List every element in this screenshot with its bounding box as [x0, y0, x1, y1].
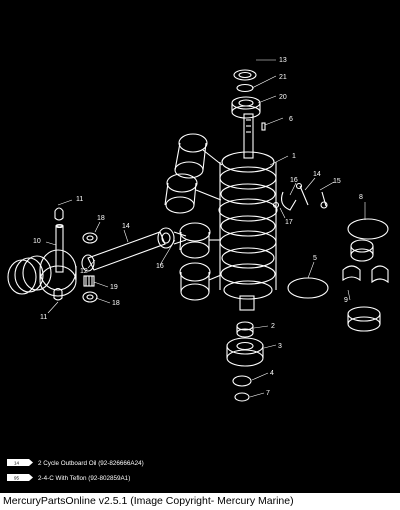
- part-5-snap-ring: [287, 277, 329, 299]
- part-9-needle-bearing: [347, 306, 381, 332]
- part-8-main-bearing: [342, 218, 389, 284]
- lubricant-legend: 14 2 Cycle Outboard Oil (92-826666A24) 9…: [7, 459, 144, 482]
- callout-14-conrod: 14: [122, 223, 130, 230]
- callout-3: 3: [278, 343, 282, 350]
- part-4-retaining-ring: [232, 375, 252, 387]
- callout-4: 4: [270, 370, 274, 377]
- legend-label-grease: 2-4-C With Teflon (92-802859A1): [38, 475, 130, 482]
- callout-11-lower: 11: [40, 314, 47, 321]
- oil-badge-icon: [7, 459, 29, 466]
- callout-17: 17: [285, 219, 293, 226]
- callout-12: 12: [80, 268, 88, 275]
- part-18-thrust-washer-upper: [82, 232, 98, 244]
- callout-labels: 13 21 20 6 1 16 14 15 17 8 11 18 14 10 1…: [33, 57, 363, 397]
- callout-15: 15: [333, 178, 341, 185]
- part-3-lower-bearing: [226, 337, 264, 367]
- grease-badge-icon: [7, 474, 29, 481]
- part-2-seal: [236, 321, 254, 338]
- callout-10: 10: [33, 238, 41, 245]
- part-14-connecting-rod: [81, 227, 187, 272]
- part-6-key: [261, 122, 266, 131]
- callout-1: 1: [292, 153, 296, 160]
- legend-row-oil: 14 2 Cycle Outboard Oil (92-826666A24): [7, 459, 144, 467]
- callout-18-upper: 18: [97, 215, 105, 222]
- piston-rings: [7, 255, 52, 295]
- legend-badge-oil: 14: [14, 461, 20, 466]
- callout-18-lower: 18: [112, 300, 120, 307]
- part-20-upper-bearing: [231, 96, 261, 119]
- crankshaft-exploded-diagram: 13 21 20 6 1 16 14 15 17 8 11 18 14 10 1…: [7, 57, 389, 482]
- callout-7: 7: [266, 390, 270, 397]
- callout-11-upper: 11: [76, 196, 83, 203]
- callout-13: 13: [279, 57, 287, 64]
- part-17-dowel: [272, 201, 280, 209]
- part-19-needle-bearing: [83, 275, 95, 287]
- callout-2: 2: [271, 323, 275, 330]
- part-1-crankshaft: [218, 113, 278, 311]
- callout-16-conrod: 16: [156, 263, 164, 270]
- callout-14-rod-bolt: 14: [313, 171, 321, 178]
- parts-diagram-panel: 13 21 20 6 1 16 14 15 17 8 11 18 14 10 1…: [0, 0, 400, 493]
- footer-bar: MercuryPartsOnline v2.5.1 (Image Copyrig…: [0, 494, 400, 510]
- callout-8: 8: [359, 194, 363, 201]
- part-11-pin-clip-upper: [54, 207, 64, 221]
- piston-assembly-rear: [164, 133, 223, 301]
- part-18-thrust-washer-lower: [82, 291, 98, 303]
- legend-label-oil: 2 Cycle Outboard Oil (92-826666A24): [38, 460, 144, 467]
- part-21-o-ring: [236, 83, 254, 93]
- part-15-bolt: [320, 191, 328, 209]
- callout-21: 21: [279, 74, 287, 81]
- piston: [39, 249, 77, 297]
- callout-19: 19: [110, 284, 118, 291]
- part-7-o-ring: [234, 392, 250, 402]
- legend-row-grease: 95 2-4-C With Teflon (92-802859A1): [7, 474, 130, 482]
- part-11-pin-clip-lower: [53, 287, 63, 301]
- legend-badge-grease: 95: [14, 476, 20, 481]
- callout-5: 5: [313, 255, 317, 262]
- callout-9: 9: [344, 297, 348, 304]
- callout-16-rod-cap: 16: [290, 177, 298, 184]
- copyright-text: MercuryPartsOnline v2.5.1 (Image Copyrig…: [3, 495, 294, 507]
- part-14-rod-bolt: [295, 182, 309, 206]
- part-13-seal: [233, 69, 257, 81]
- callout-leaders: [45, 59, 366, 398]
- callout-6: 6: [289, 116, 293, 123]
- callout-20: 20: [279, 94, 287, 101]
- part-16-rod-cap: [281, 191, 297, 211]
- part-10-piston-pin: [55, 223, 64, 273]
